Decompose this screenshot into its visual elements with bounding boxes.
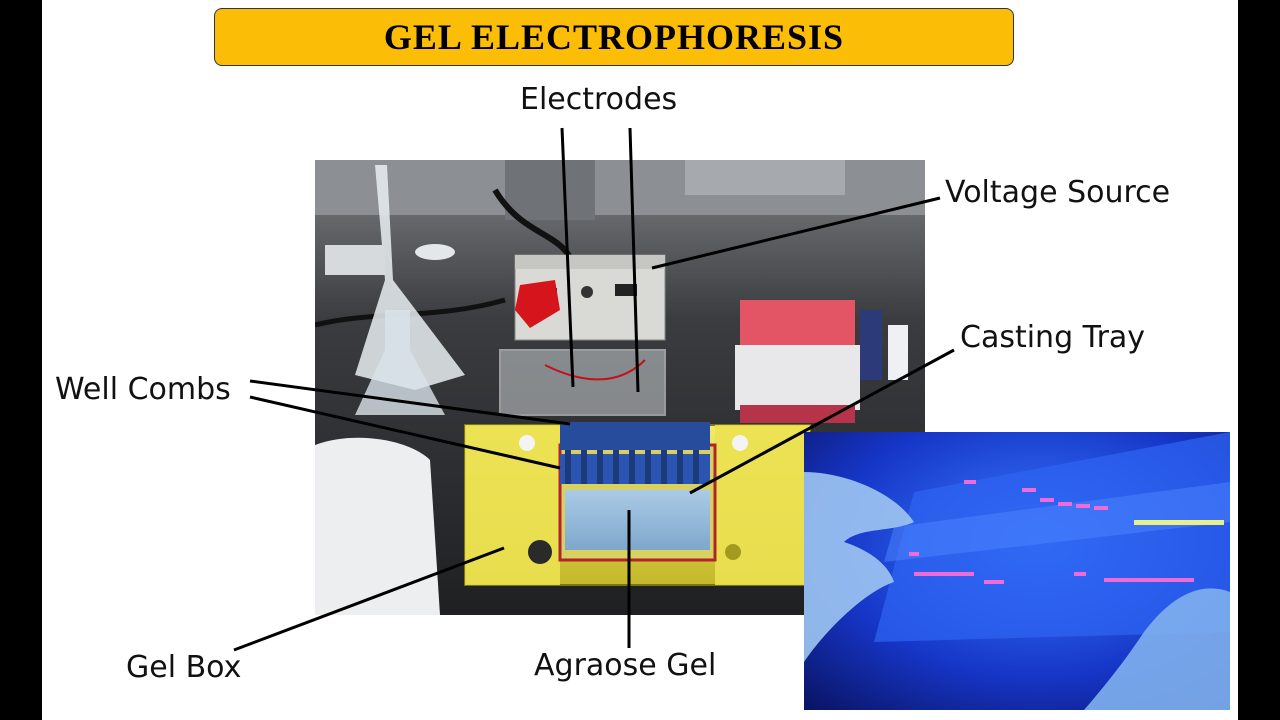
label-casting-tray: Casting Tray	[960, 320, 1146, 355]
gel-box-line	[233, 546, 505, 652]
well-combs-line-2	[249, 395, 561, 470]
casting-tray-line	[689, 348, 955, 495]
electrodes-line-2	[628, 127, 640, 393]
uv-gel-inset-photo	[804, 432, 1230, 710]
voltage-source-line	[651, 196, 941, 270]
label-electrodes: Electrodes	[520, 82, 678, 117]
leader-lines	[233, 127, 955, 652]
electrodes-line-1	[560, 127, 575, 388]
label-well-combs: Well Combs	[55, 372, 231, 407]
page-title: GEL ELECTROPHORESIS	[383, 17, 845, 57]
label-gel-box: Gel Box	[126, 650, 242, 685]
label-voltage-source: Voltage Source	[945, 175, 1171, 210]
title-banner: GEL ELECTROPHORESIS	[214, 8, 1014, 66]
well-combs-line-1	[249, 379, 571, 426]
label-agarose-gel: Agraose Gel	[534, 648, 717, 683]
slide: GEL ELECTROPHORESIS	[42, 0, 1238, 720]
